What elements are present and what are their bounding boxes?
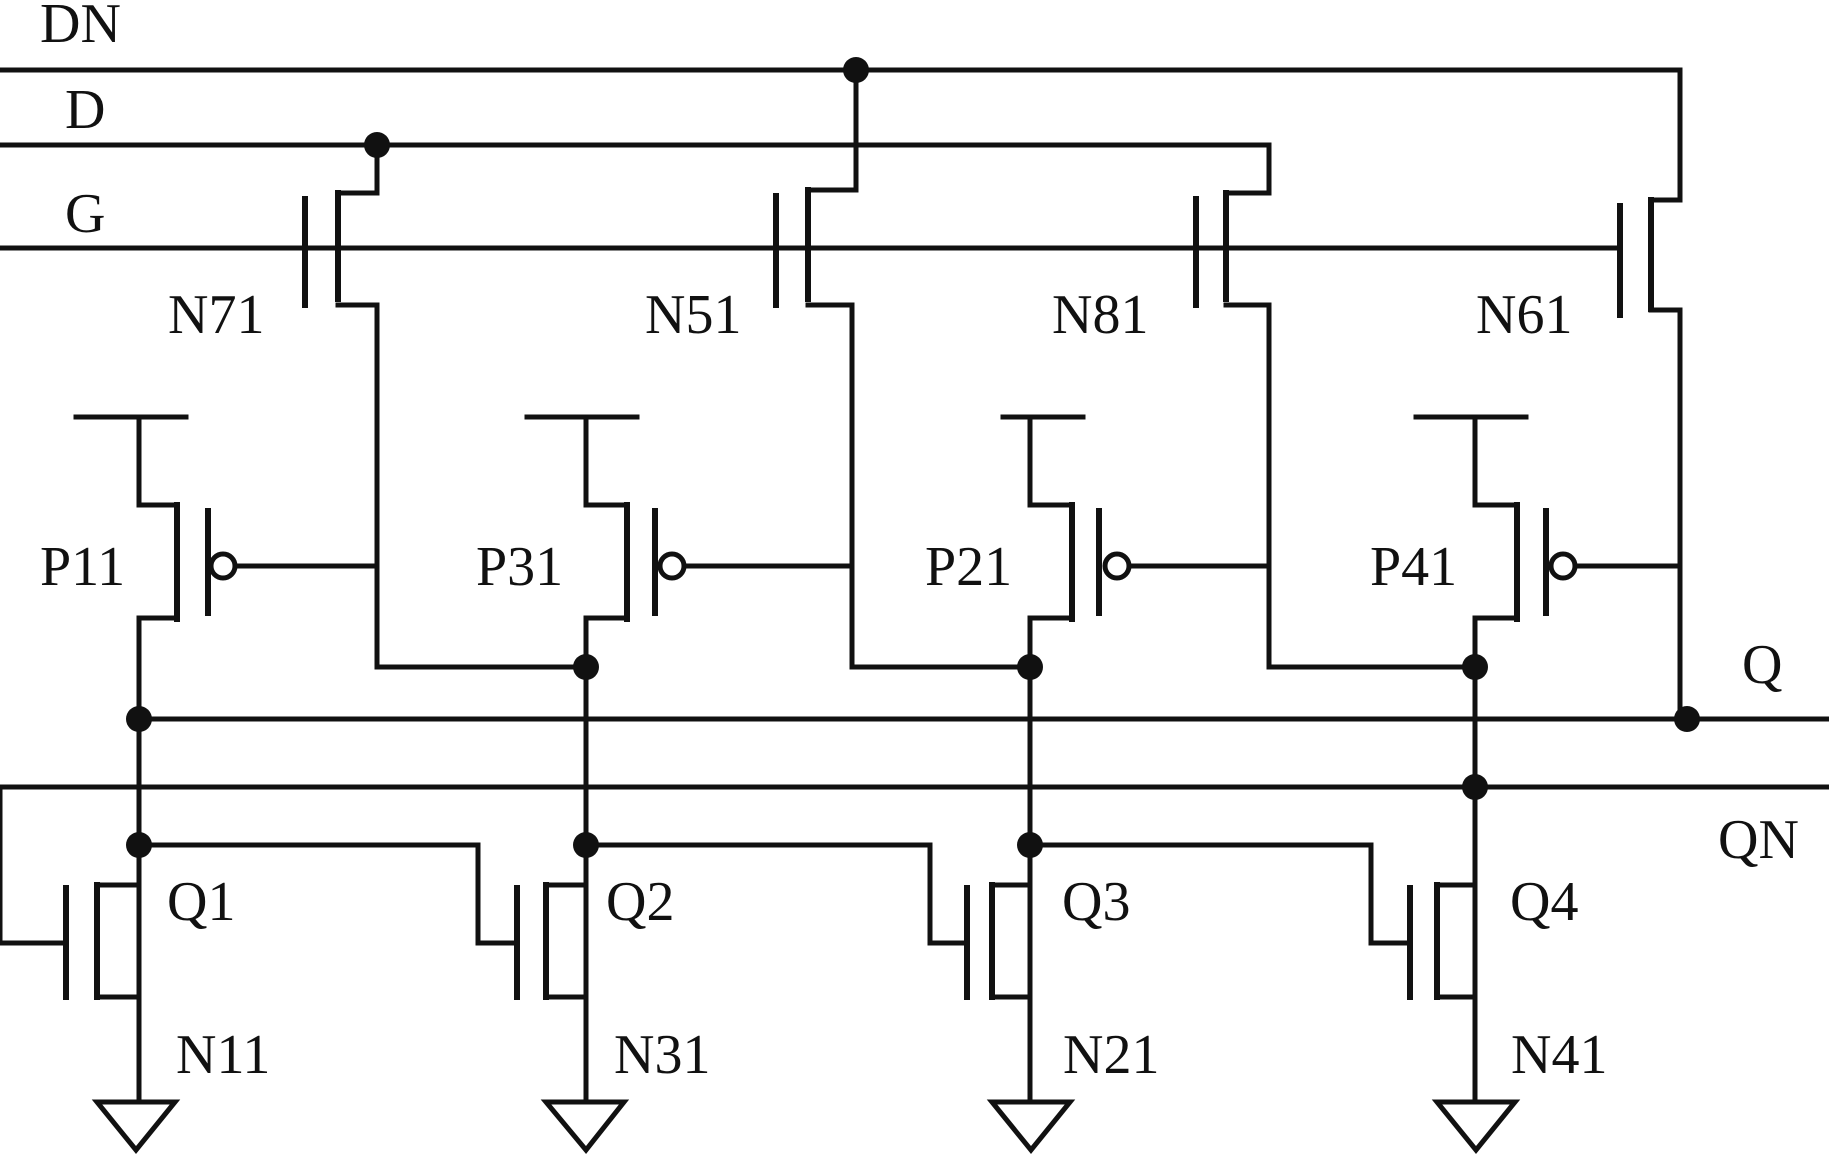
label-q1: Q1 (167, 871, 235, 933)
q-rail-group (126, 706, 1829, 732)
label-n21: N21 (1063, 1024, 1159, 1086)
label-n41: N41 (1511, 1024, 1607, 1086)
label-q2: Q2 (606, 871, 674, 933)
label-p21: P21 (925, 536, 1012, 598)
label-dn: DN (40, 0, 121, 55)
label-qn: QN (1718, 809, 1799, 871)
label-n71: N71 (168, 284, 264, 346)
label-d: D (65, 79, 105, 141)
label-q3: Q3 (1062, 871, 1130, 933)
transistor-n31 (514, 832, 970, 1154)
label-p41: P41 (1370, 536, 1457, 598)
qn-rail (0, 784, 1829, 946)
input-rails (0, 57, 1683, 251)
label-n51: N51 (645, 284, 741, 346)
d-rail (0, 142, 1272, 196)
label-g: G (65, 183, 105, 245)
labels: DN D G Q QN N71 N51 N81 N61 P11 P31 P21 … (40, 0, 1799, 1086)
transistor-n61 (1617, 197, 1683, 722)
cross-links (374, 654, 1488, 680)
label-n11: N11 (176, 1024, 270, 1086)
dn-rail (0, 67, 1683, 203)
label-n81: N81 (1052, 284, 1148, 346)
transistor-n21 (964, 832, 1413, 1154)
label-p11: P11 (40, 536, 125, 598)
label-n31: N31 (614, 1024, 710, 1086)
label-n61: N61 (1476, 284, 1572, 346)
transistor-n71 (302, 142, 380, 670)
transistor-p31 (524, 414, 855, 1003)
transistor-p21 (1000, 414, 1272, 1003)
transistor-n81 (1193, 190, 1272, 670)
transistor-n51 (773, 67, 859, 670)
label-q: Q (1742, 634, 1782, 696)
transistor-n11 (63, 832, 520, 1154)
label-q4: Q4 (1510, 871, 1578, 933)
transistor-n41 (1407, 784, 1521, 1154)
label-p31: P31 (476, 536, 563, 598)
